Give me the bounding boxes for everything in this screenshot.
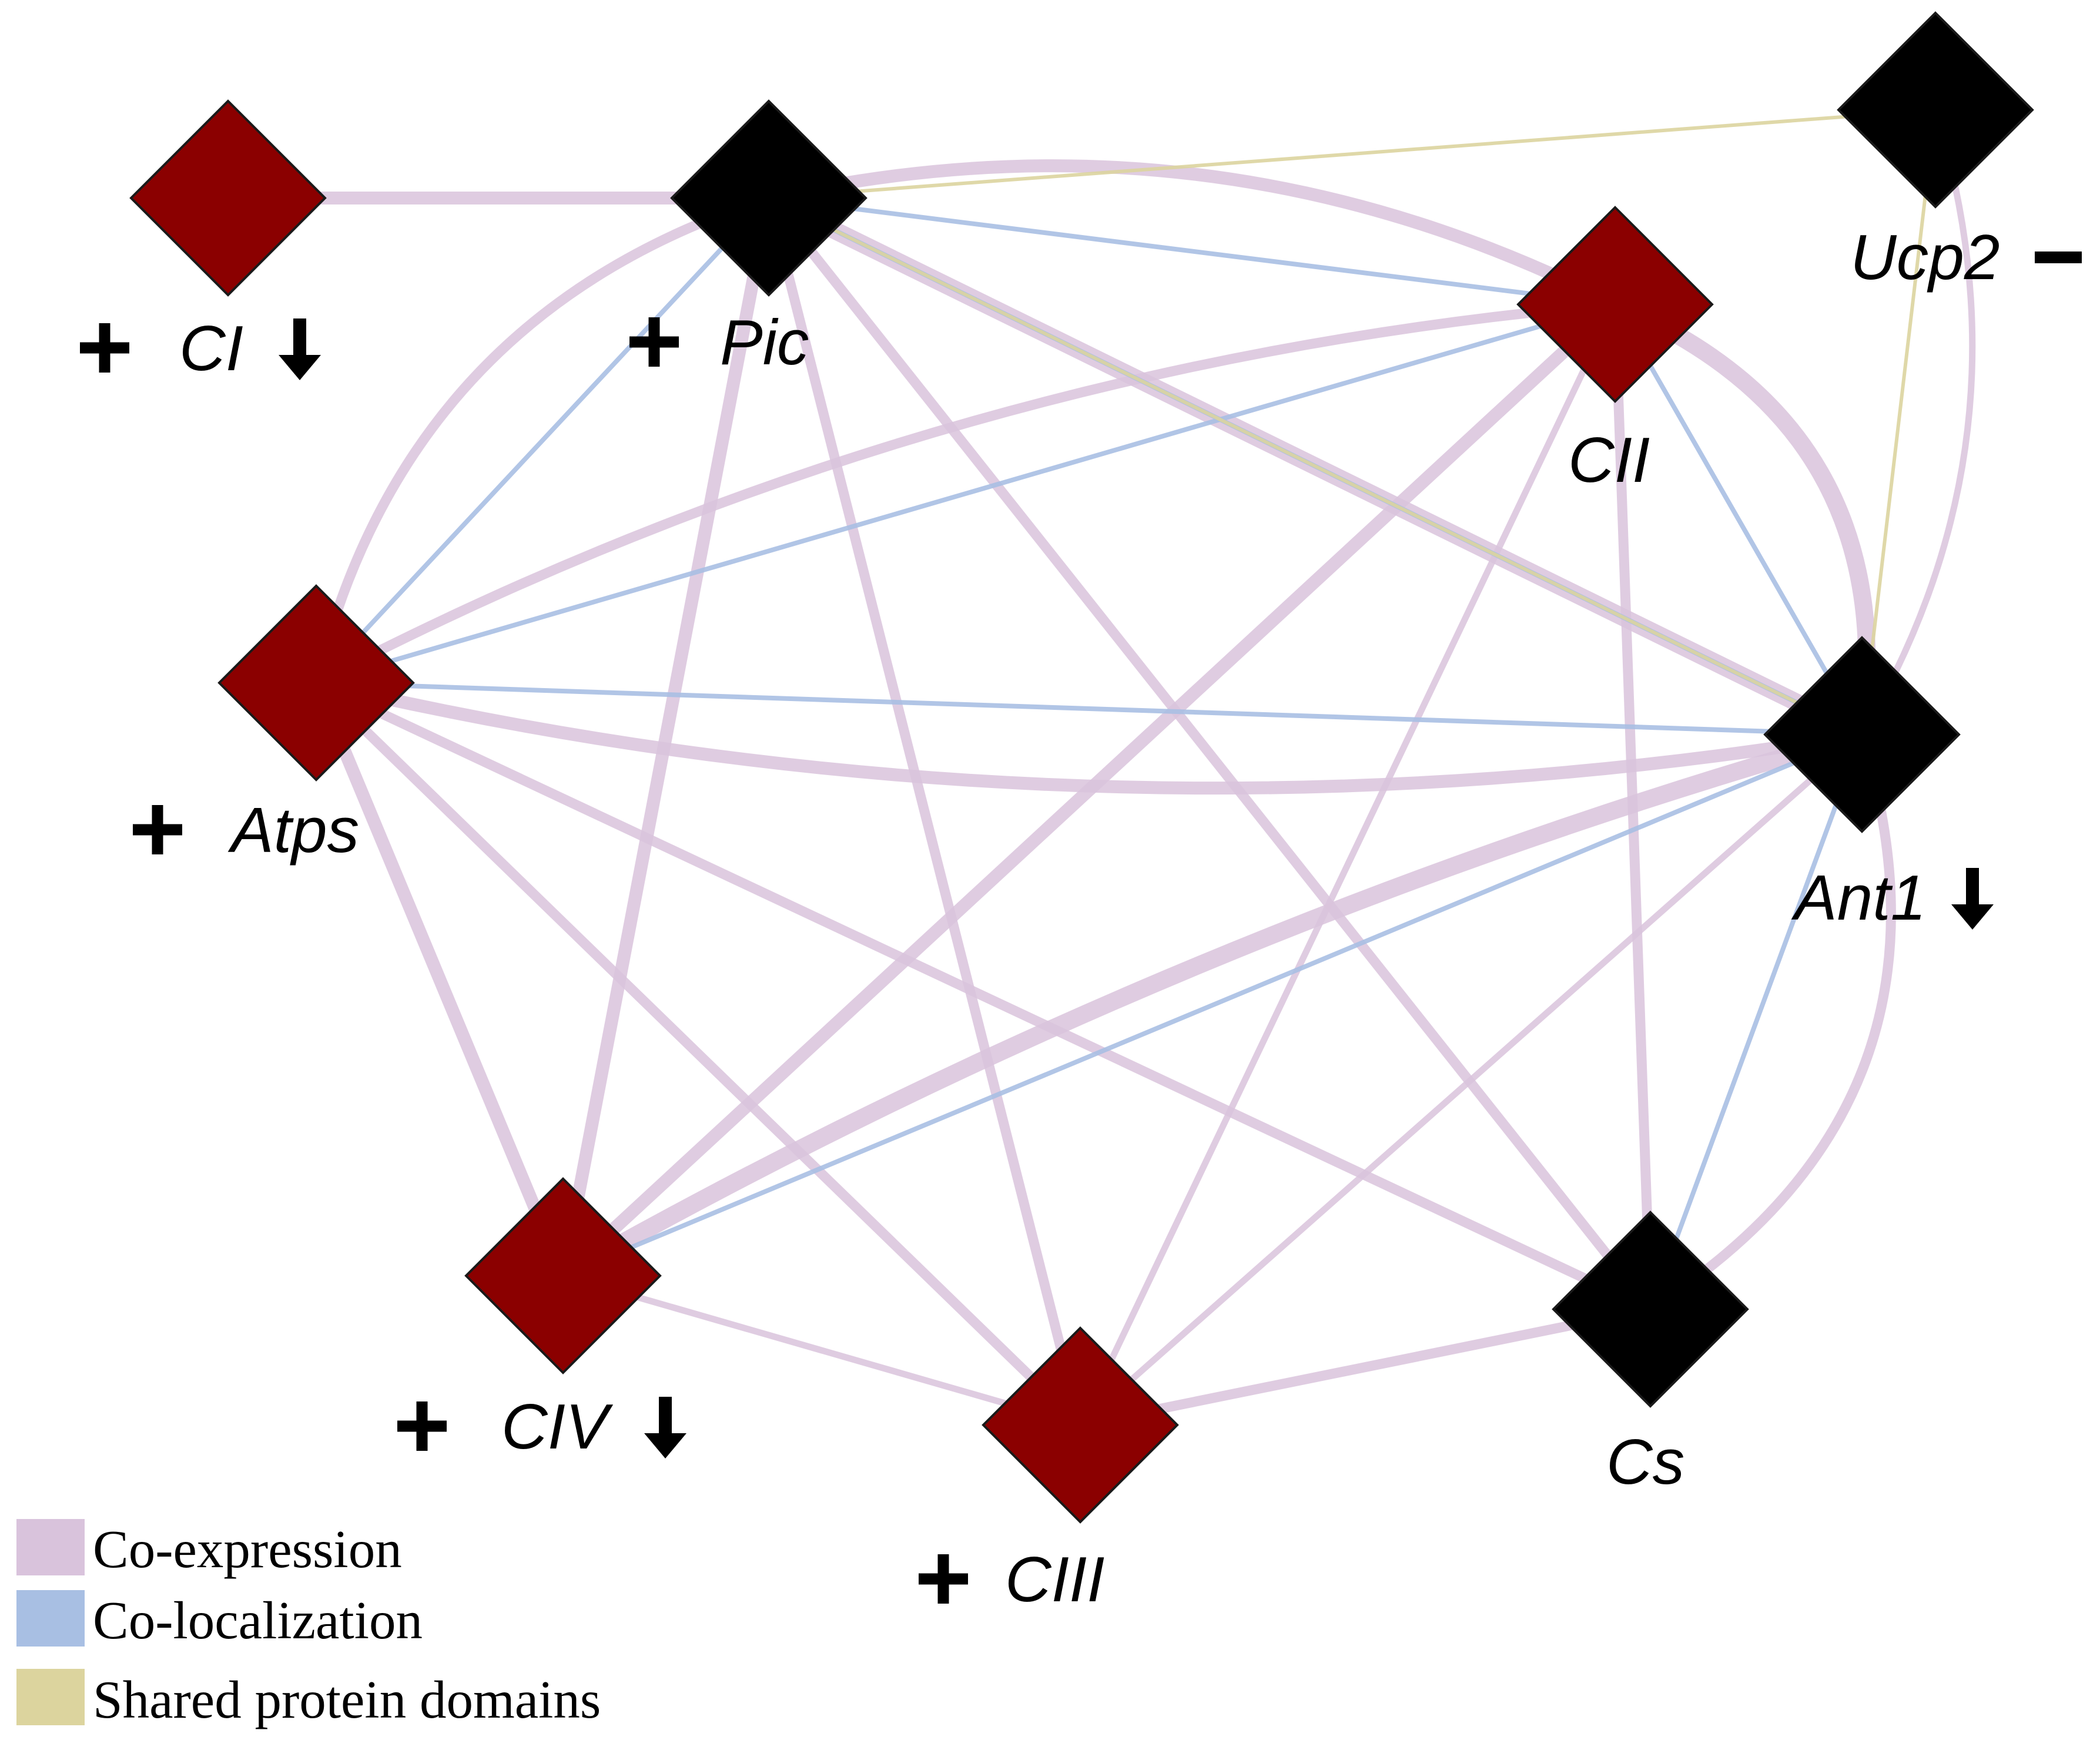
legend-swatch-colocalization [16, 1590, 85, 1647]
edge-atps-ant1-colocalization [314, 680, 1864, 737]
edge-cii-ciii-coexpression [1077, 301, 1619, 1429]
edge-pic-ciii-coexpression [763, 193, 1086, 1430]
edge-pic-atps-coexpression [311, 193, 774, 688]
node-pic[interactable] [670, 99, 868, 297]
edge-ant1-cs-colocalization [1648, 732, 1864, 1312]
edge-pic-ant1-shared_domains [767, 196, 1864, 736]
legend-label-coexpression: Co-expression [93, 1520, 402, 1579]
legend-swatch-shared-protein-domains [16, 1669, 85, 1725]
legend-swatch-coexpression [16, 1519, 85, 1575]
down-arrow-icon-ant1 [1951, 868, 1994, 930]
edge-ant1-civ-coexpression [554, 726, 1871, 1285]
node-label-ucp2: Ucp2 [1850, 222, 1999, 293]
legend-label-colocalization: Co-localization [93, 1591, 423, 1650]
edge-pic-cii-colocalization [766, 196, 1617, 307]
legend-label-shared-protein-domains: Shared protein domains [93, 1670, 601, 1729]
edge-atps-ant1-coexpression [310, 676, 1868, 795]
node-ciii[interactable] [982, 1326, 1179, 1524]
legend: Co-expression Co-localization Shared pro… [16, 1519, 601, 1729]
plus-icon-civ [397, 1401, 447, 1451]
edge-cii-atps-coexpression [311, 299, 1620, 688]
edges [222, 106, 1976, 1430]
legend-item-coexpression: Co-expression [16, 1519, 402, 1579]
plus-icon-pic [629, 317, 679, 367]
edge-ucp2-ant1-shared_domains [1860, 108, 1937, 736]
node-cii[interactable] [1516, 206, 1714, 403]
node-ci[interactable] [129, 99, 327, 297]
edge-ciii-cs-coexpression [1075, 1304, 1656, 1430]
edge-ant1-ciii-coexpression [1077, 731, 1865, 1429]
node-cs[interactable] [1552, 1211, 1749, 1408]
plus-icon-ciii [919, 1554, 968, 1604]
edge-ant1-cs-coexpression [1645, 729, 1896, 1315]
edge-atps-ciii-coexpression [311, 678, 1086, 1430]
node-label-civ: CIV [501, 1391, 614, 1463]
edge-ant1-ucp2-coexpression [1858, 106, 1976, 738]
node-civ[interactable] [464, 1177, 662, 1374]
node-label-pic: Pic [720, 307, 809, 378]
edge-pic-cs-coexpression [763, 193, 1656, 1315]
node-label-cii: CII [1568, 424, 1650, 496]
edge-pic-cii-coexpression [762, 159, 1622, 311]
down-arrow-icon-civ [644, 1397, 686, 1458]
edge-cii-atps-colocalization [314, 302, 1617, 685]
edge-pic-atps-colocalization [314, 196, 771, 685]
node-label-ciii: CIII [1005, 1544, 1105, 1615]
node-atps[interactable] [217, 584, 415, 782]
node-label-ci: CI [179, 313, 243, 384]
edge-atps-civ-coexpression [310, 676, 570, 1282]
node-ucp2[interactable] [1837, 11, 2034, 209]
edge-pic-civ-coexpression [557, 192, 775, 1282]
down-arrow-icon-ci [279, 318, 321, 380]
legend-item-colocalization: Co-localization [16, 1590, 423, 1650]
node-label-atps: Atps [227, 794, 359, 866]
node-label-cs: Cs [1606, 1426, 1684, 1498]
edge-ant1-civ-colocalization [561, 732, 1864, 1278]
nodes [129, 11, 2034, 1524]
minus-icon-ucp2 [2035, 252, 2082, 263]
plus-icon-atps [133, 805, 182, 854]
edge-atps-cs-coexpression [311, 678, 1656, 1315]
node-ant1[interactable] [1763, 636, 1961, 833]
node-label-ant1: Ant1 [1791, 862, 1926, 934]
edge-pic-ucp2-shared_domains [767, 108, 1937, 200]
plus-icon-ci [80, 323, 129, 373]
legend-item-shared-protein-domains: Shared protein domains [16, 1669, 601, 1729]
